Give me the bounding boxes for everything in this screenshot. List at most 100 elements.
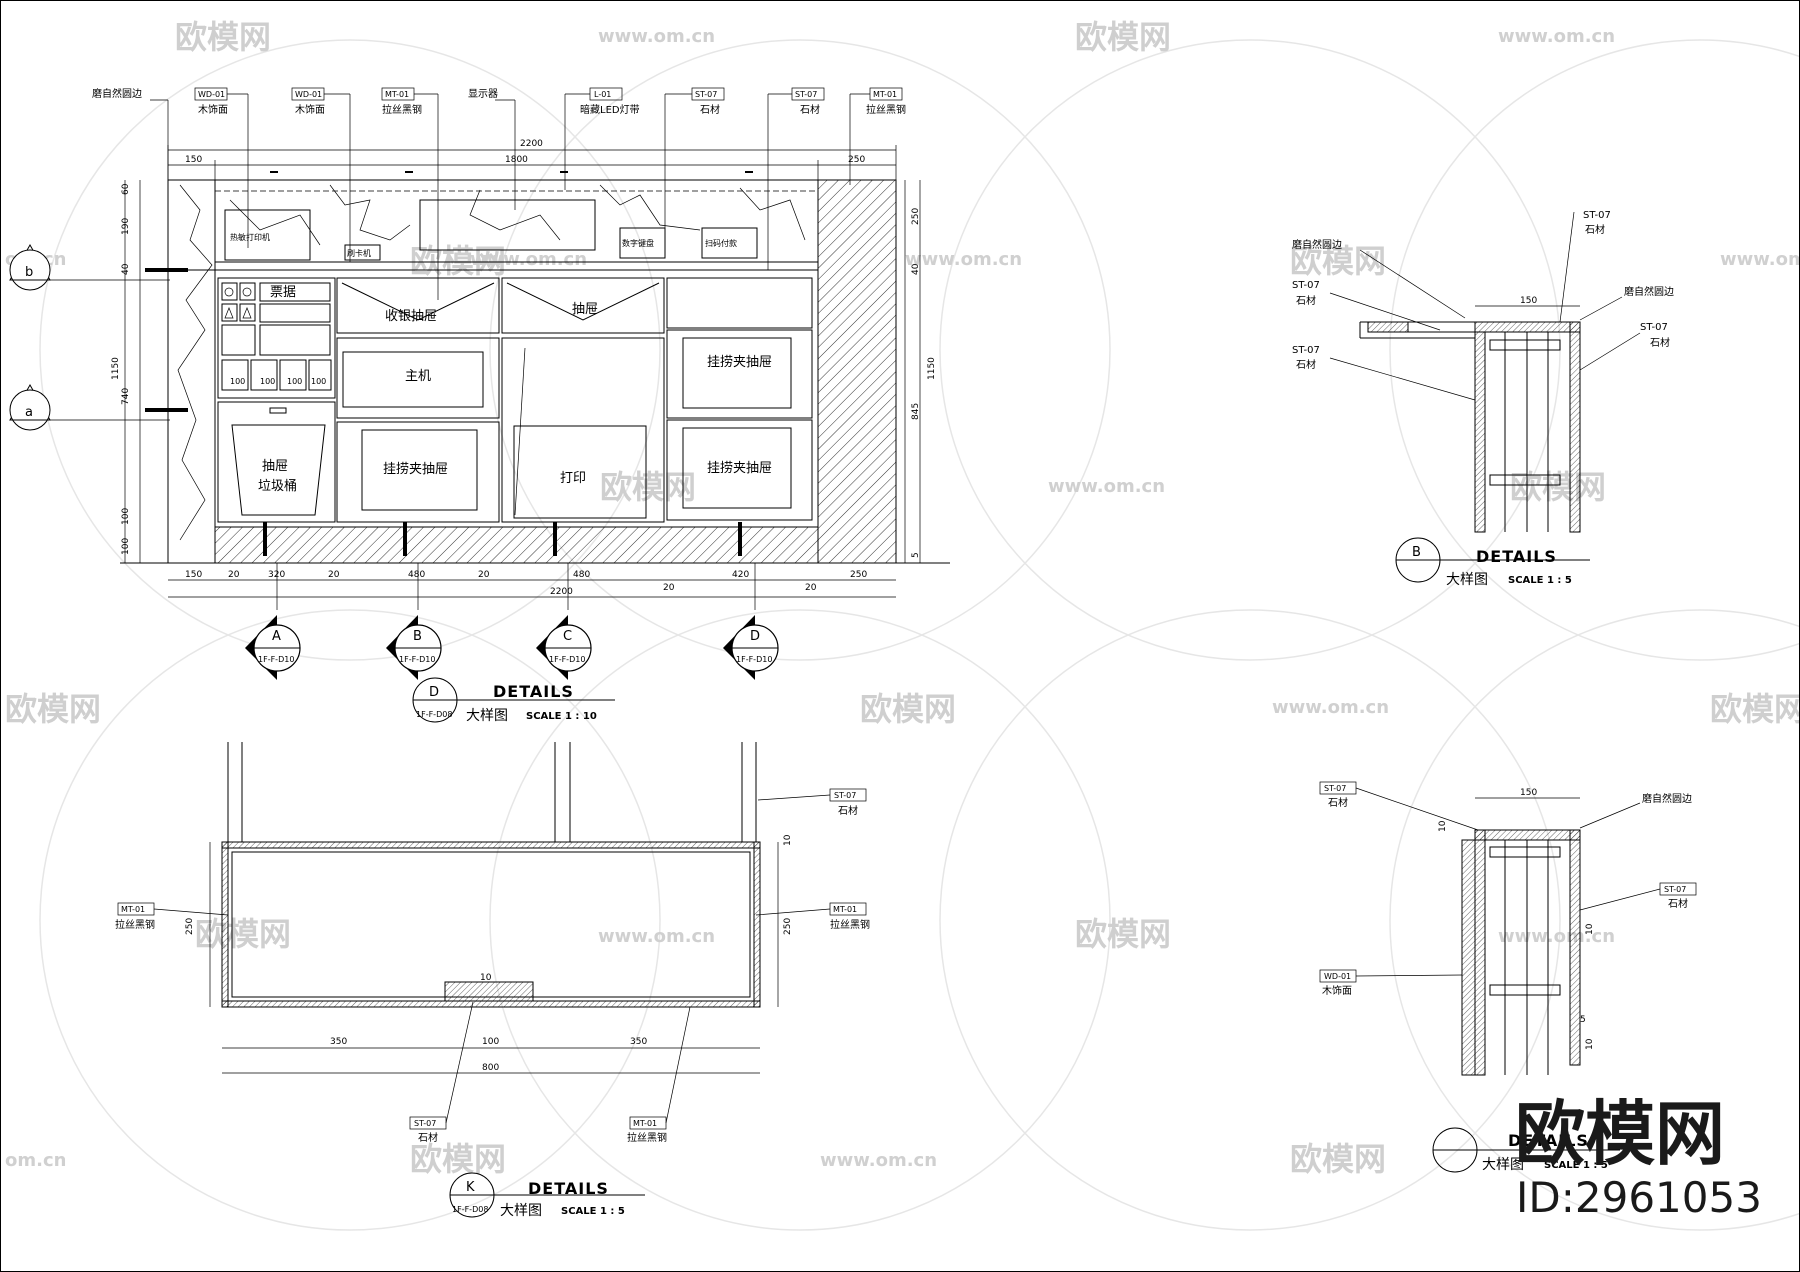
detail-c-title-sub: 大样图 bbox=[1482, 1157, 1524, 1173]
watermark-url: www.om.cn bbox=[598, 926, 715, 947]
detail-k-callout-text: 石材 bbox=[838, 804, 858, 817]
detail-c-callout-code: WD-01 bbox=[1324, 972, 1351, 981]
detail-b-callout-text: 磨自然圆边 bbox=[1624, 285, 1674, 298]
dim-left: 40 bbox=[121, 263, 131, 275]
dim-right: 40 bbox=[911, 263, 921, 275]
detail-k-title-scale: SCALE 1 : 5 bbox=[561, 1206, 625, 1217]
dim-bottom: 20 bbox=[805, 583, 817, 593]
watermark-brand: 欧模网 bbox=[1510, 468, 1606, 506]
detail-c-callout-text: 石材 bbox=[1668, 897, 1688, 910]
label-drawer: 抽屉 bbox=[572, 302, 598, 317]
brand-logo: 欧模网 bbox=[1515, 1093, 1725, 1175]
watermark-url: www.om.cn bbox=[470, 249, 587, 270]
watermark-url: www.om.cn bbox=[598, 26, 715, 47]
dim-right: 250 bbox=[911, 208, 921, 225]
detail-k-callout-text: 石材 bbox=[418, 1131, 438, 1144]
callout-text: 磨自然圆边 bbox=[92, 87, 142, 100]
callout-code: L-01 bbox=[594, 90, 611, 99]
dim-inner: 100 bbox=[260, 377, 275, 386]
detail-k-callout-code: ST-07 bbox=[414, 1119, 436, 1128]
title-letter: D bbox=[429, 685, 439, 700]
dim-bottom: 250 bbox=[850, 570, 867, 580]
elevation-callouts: 磨自然圆边 WD-01 木饰面 WD-01 木饰面 MT-01 拉丝黑钢 显示器… bbox=[92, 87, 906, 300]
callout-text: 石材 bbox=[700, 103, 720, 116]
dim-bottom: 420 bbox=[732, 570, 749, 580]
section-letter: A bbox=[272, 629, 281, 644]
watermark-brand: 欧模网 bbox=[600, 468, 696, 506]
detail-c-dim: 10 bbox=[1585, 1038, 1595, 1050]
detail-k-callout-text: 拉丝黑钢 bbox=[627, 1131, 667, 1144]
detail-b-callout-text: 石材 bbox=[1585, 223, 1605, 236]
dim-top-a: 150 bbox=[185, 155, 202, 165]
dim-right: 845 bbox=[911, 403, 921, 420]
dim-top-overall: 2200 bbox=[520, 139, 543, 149]
dim-top-c: 250 bbox=[848, 155, 865, 165]
watermark-brand: 欧模网 bbox=[1290, 1140, 1386, 1178]
callout-text: 暗藏LED灯带 bbox=[580, 103, 640, 116]
watermark-url: www.om.cn bbox=[1498, 26, 1615, 47]
dim-bottom: 20 bbox=[328, 570, 340, 580]
watermark-brand: 欧模网 bbox=[5, 690, 101, 728]
label-hanging-drawer-3: 挂捞夹抽屉 bbox=[707, 460, 772, 476]
detail-k-dim: 350 bbox=[630, 1037, 647, 1047]
dim-inner: 100 bbox=[230, 377, 245, 386]
detail-k-title-letter: K bbox=[466, 1180, 475, 1195]
detail-k-title-heading: DETAILS bbox=[528, 1179, 609, 1198]
watermark-brand: 欧模网 bbox=[410, 1140, 506, 1178]
dim-bottom: 480 bbox=[408, 570, 425, 580]
elevation-title: D 1F-F-D08 DETAILS 大样图 SCALE 1 : 10 bbox=[412, 677, 615, 724]
title-heading: DETAILS bbox=[493, 682, 574, 701]
dim-left: 100 bbox=[121, 538, 131, 555]
detail-b-callout-code: ST-07 bbox=[1292, 345, 1320, 356]
label-trash-bin: 垃圾桶 bbox=[258, 479, 297, 494]
detail-k-callout-code: ST-07 bbox=[834, 791, 856, 800]
label-digital: 数字键盘 bbox=[622, 238, 654, 248]
detail-k-dim-side: 250 bbox=[185, 918, 195, 935]
title-scale: SCALE 1 : 10 bbox=[526, 711, 597, 722]
detail-b-title-sub: 大样图 bbox=[1446, 572, 1488, 588]
label-trash-drawer: 抽屉 bbox=[262, 459, 288, 474]
detail-b-title-scale: SCALE 1 : 5 bbox=[1508, 575, 1572, 586]
section-letter: C bbox=[563, 629, 572, 644]
callout-text: 木饰面 bbox=[198, 103, 228, 116]
brand-id: ID:2961053 bbox=[1516, 1173, 1762, 1222]
dim-inner: 100 bbox=[311, 377, 326, 386]
watermark-url: www.om.cn bbox=[905, 249, 1022, 270]
detail-k-dim-side: 250 bbox=[783, 918, 793, 935]
detail-c-callout-text: 木饰面 bbox=[1322, 984, 1352, 997]
dim-left-overall: 1150 bbox=[111, 357, 121, 380]
callout-text: 拉丝黑钢 bbox=[866, 103, 906, 116]
side-mark-letter: b bbox=[25, 265, 33, 280]
label-hanging-drawer-1: 挂捞夹抽屉 bbox=[383, 461, 448, 477]
label-hanging-drawer-2: 挂捞夹抽屉 bbox=[707, 354, 772, 370]
dim-left: 100 bbox=[121, 508, 131, 525]
watermark-url: www.om.cn bbox=[1272, 697, 1389, 718]
watermark-brand: 欧模网 bbox=[195, 915, 291, 953]
watermark-brand: 欧模网 bbox=[1075, 18, 1171, 56]
label-printer-small: 热敏打印机 bbox=[230, 232, 270, 242]
label-receipt: 票据 bbox=[270, 285, 296, 300]
section-ref: 1F-F-D10 bbox=[258, 655, 294, 664]
callout-code: WD-01 bbox=[295, 90, 322, 99]
detail-k-callout-code: MT-01 bbox=[633, 1119, 657, 1128]
detail-b-callout-code: ST-07 bbox=[1583, 210, 1611, 221]
detail-b-drawing: 150 ST-07 石材 磨自然圆边 ST-07 石材 磨自然圆边 ST-07 … bbox=[1292, 210, 1674, 588]
dim-left: 190 bbox=[121, 218, 131, 235]
callout-text: 拉丝黑钢 bbox=[382, 103, 422, 116]
branding: 欧模网 ID:2961053 bbox=[1515, 1093, 1762, 1222]
callout-text: 显示器 bbox=[468, 88, 498, 100]
detail-c-title-scale: SCALE 1 : 5 bbox=[1544, 1160, 1608, 1171]
watermark-brand: 欧模网 bbox=[1075, 915, 1171, 953]
detail-c-drawing: 150 10 10 5 10 ST-07 石材 磨自然圆边 ST-07 石材 W… bbox=[1319, 781, 1697, 1173]
label-print: 打印 bbox=[560, 471, 586, 486]
section-marks: A 1F-F-D10 B 1F-F-D10 C 1F-F-D10 bbox=[245, 563, 779, 680]
dim-right: 5 bbox=[911, 552, 921, 558]
callout-text: 石材 bbox=[800, 103, 820, 116]
dim-bottom: 150 bbox=[185, 570, 202, 580]
detail-k-title-sub: 大样图 bbox=[500, 1203, 542, 1219]
watermark-brand: 欧模网 bbox=[410, 242, 506, 280]
callout-code: ST-07 bbox=[695, 90, 717, 99]
watermark-url: www.om.cn bbox=[1498, 926, 1615, 947]
title-sub: 大样图 bbox=[466, 708, 508, 724]
